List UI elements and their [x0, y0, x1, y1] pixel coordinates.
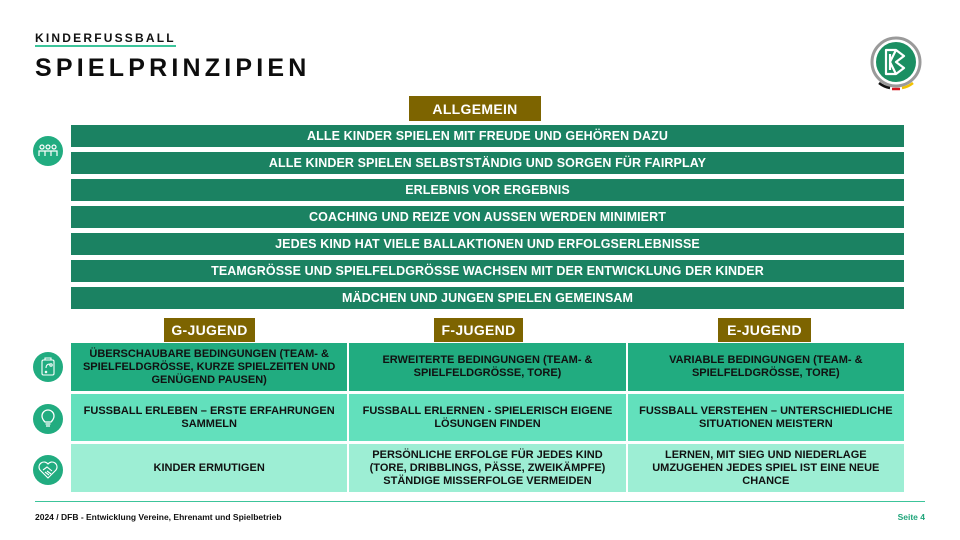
page-title: SPIELPRINZIPIEN	[35, 54, 311, 82]
heart-handshake-icon	[33, 455, 63, 485]
table-cell: ERWEITERTE BEDINGUNGEN (TEAM- & SPIELFEL…	[349, 343, 626, 391]
column-header-g-jugend: G-JUGEND	[164, 318, 255, 342]
lightbulb-icon	[33, 404, 63, 434]
table-cell: LERNEN, MIT SIEG UND NIEDERLAGE UMZUGEHE…	[627, 444, 904, 492]
table-cell: FUSSBALL VERSTEHEN – UNTERSCHIEDLICHE SI…	[627, 394, 904, 441]
table-cell: PERSÖNLICHE ERFOLGE FÜR JEDES KIND (TORE…	[349, 444, 626, 492]
table-row-learning: FUSSBALL ERLEBEN – ERSTE ERFAHRUNGEN SAM…	[71, 394, 904, 441]
tactics-board-icon	[33, 352, 63, 382]
general-heading-badge: ALLGEMEIN	[409, 96, 541, 121]
dfb-logo-icon	[870, 36, 922, 91]
group-of-children-icon	[33, 136, 63, 166]
table-row-conditions: ÜBERSCHAUBARE BEDINGUNGEN (TEAM- & SPIEL…	[71, 343, 904, 391]
footer-source: 2024 / DFB - Entwicklung Vereine, Ehrena…	[35, 512, 282, 522]
general-principle-6: TEAMGRÖSSE UND SPIELFELDGRÖSSE WACHSEN M…	[71, 260, 904, 282]
table-cell: ÜBERSCHAUBARE BEDINGUNGEN (TEAM- & SPIEL…	[71, 343, 348, 391]
general-principle-4: COACHING UND REIZE VON AUSSEN WERDEN MIN…	[71, 206, 904, 228]
general-principle-3: ERLEBNIS VOR ERGEBNIS	[71, 179, 904, 201]
table-row-encouragement: KINDER ERMUTIGEN PERSÖNLICHE ERFOLGE FÜR…	[71, 444, 904, 492]
general-principle-2: ALLE KINDER SPIELEN SELBSTSTÄNDIG UND SO…	[71, 152, 904, 174]
column-header-f-jugend: F-JUGEND	[434, 318, 523, 342]
table-cell: FUSSBALL ERLEBEN – ERSTE ERFAHRUNGEN SAM…	[71, 394, 348, 441]
table-cell: FUSSBALL ERLERNEN - SPIELERISCH EIGENE L…	[349, 394, 626, 441]
age-group-table: ÜBERSCHAUBARE BEDINGUNGEN (TEAM- & SPIEL…	[71, 343, 904, 492]
page-number: Seite 4	[897, 512, 925, 522]
general-principle-7: MÄDCHEN UND JUNGEN SPIELEN GEMEINSAM	[71, 287, 904, 309]
table-cell: KINDER ERMUTIGEN	[71, 444, 348, 492]
column-header-e-jugend: E-JUGEND	[718, 318, 811, 342]
general-principle-5: JEDES KIND HAT VIELE BALLAKTIONEN UND ER…	[71, 233, 904, 255]
kicker-label: KINDERFUSSBALL	[35, 31, 176, 47]
table-cell: VARIABLE BEDINGUNGEN (TEAM- & SPIELFELDG…	[627, 343, 904, 391]
footer-divider	[35, 501, 925, 502]
general-principle-1: ALLE KINDER SPIELEN MIT FREUDE UND GEHÖR…	[71, 125, 904, 147]
